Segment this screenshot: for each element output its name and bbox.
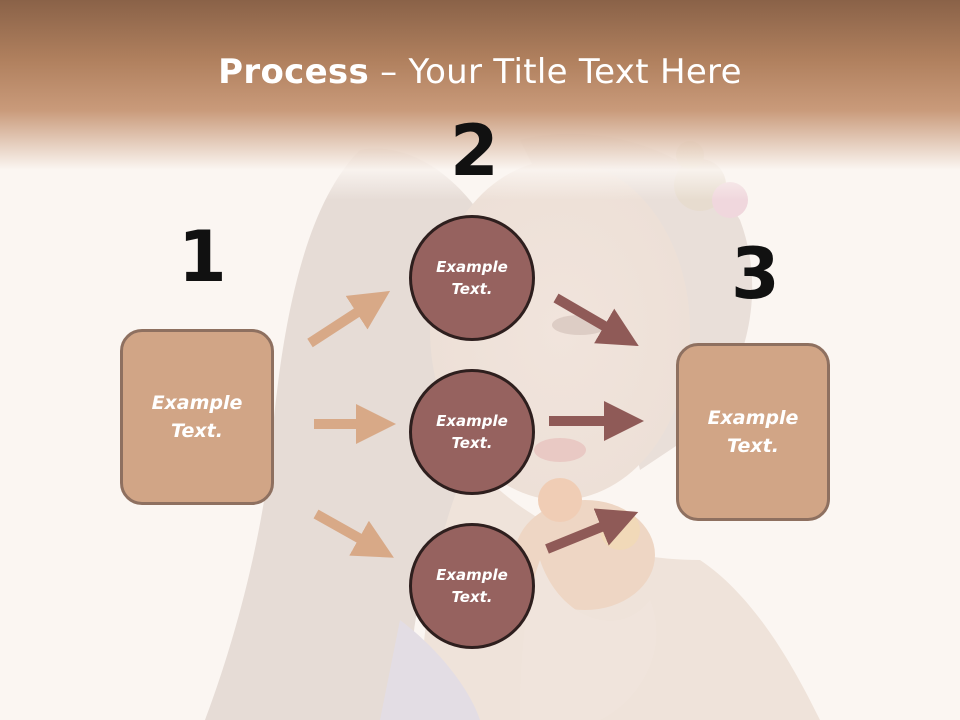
slide-title: Process – Your Title Text Here xyxy=(0,52,960,92)
step-2-circle-middle-text: Example Text. xyxy=(436,411,508,453)
arrow-circle-bottom-to-box3 xyxy=(545,508,639,554)
step-2-number: 2 xyxy=(450,110,499,192)
step-1-box: Example Text. xyxy=(120,329,274,505)
title-bold: Process xyxy=(218,52,370,92)
step-2-circle-top-text: Example Text. xyxy=(436,257,508,299)
step-2-circle-middle: Example Text. xyxy=(409,369,535,495)
step-2-circle-bottom-text: Example Text. xyxy=(436,565,508,607)
step-3-text: Example Text. xyxy=(707,406,799,458)
step-2-circle-top: Example Text. xyxy=(409,215,535,341)
step-3-box: Example Text. xyxy=(676,343,830,521)
title-rest: – Your Title Text Here xyxy=(369,52,742,92)
arrow-box1-to-circle-top xyxy=(307,290,391,348)
step-1-number: 1 xyxy=(178,216,227,298)
step-1-text: Example Text. xyxy=(151,391,243,443)
arrow-box1-to-circle-bottom xyxy=(313,509,394,558)
step-2-circle-bottom: Example Text. xyxy=(409,523,535,649)
arrow-circle-top-to-box3 xyxy=(553,293,639,347)
header-band xyxy=(0,0,960,200)
step-3-number: 3 xyxy=(731,233,780,315)
